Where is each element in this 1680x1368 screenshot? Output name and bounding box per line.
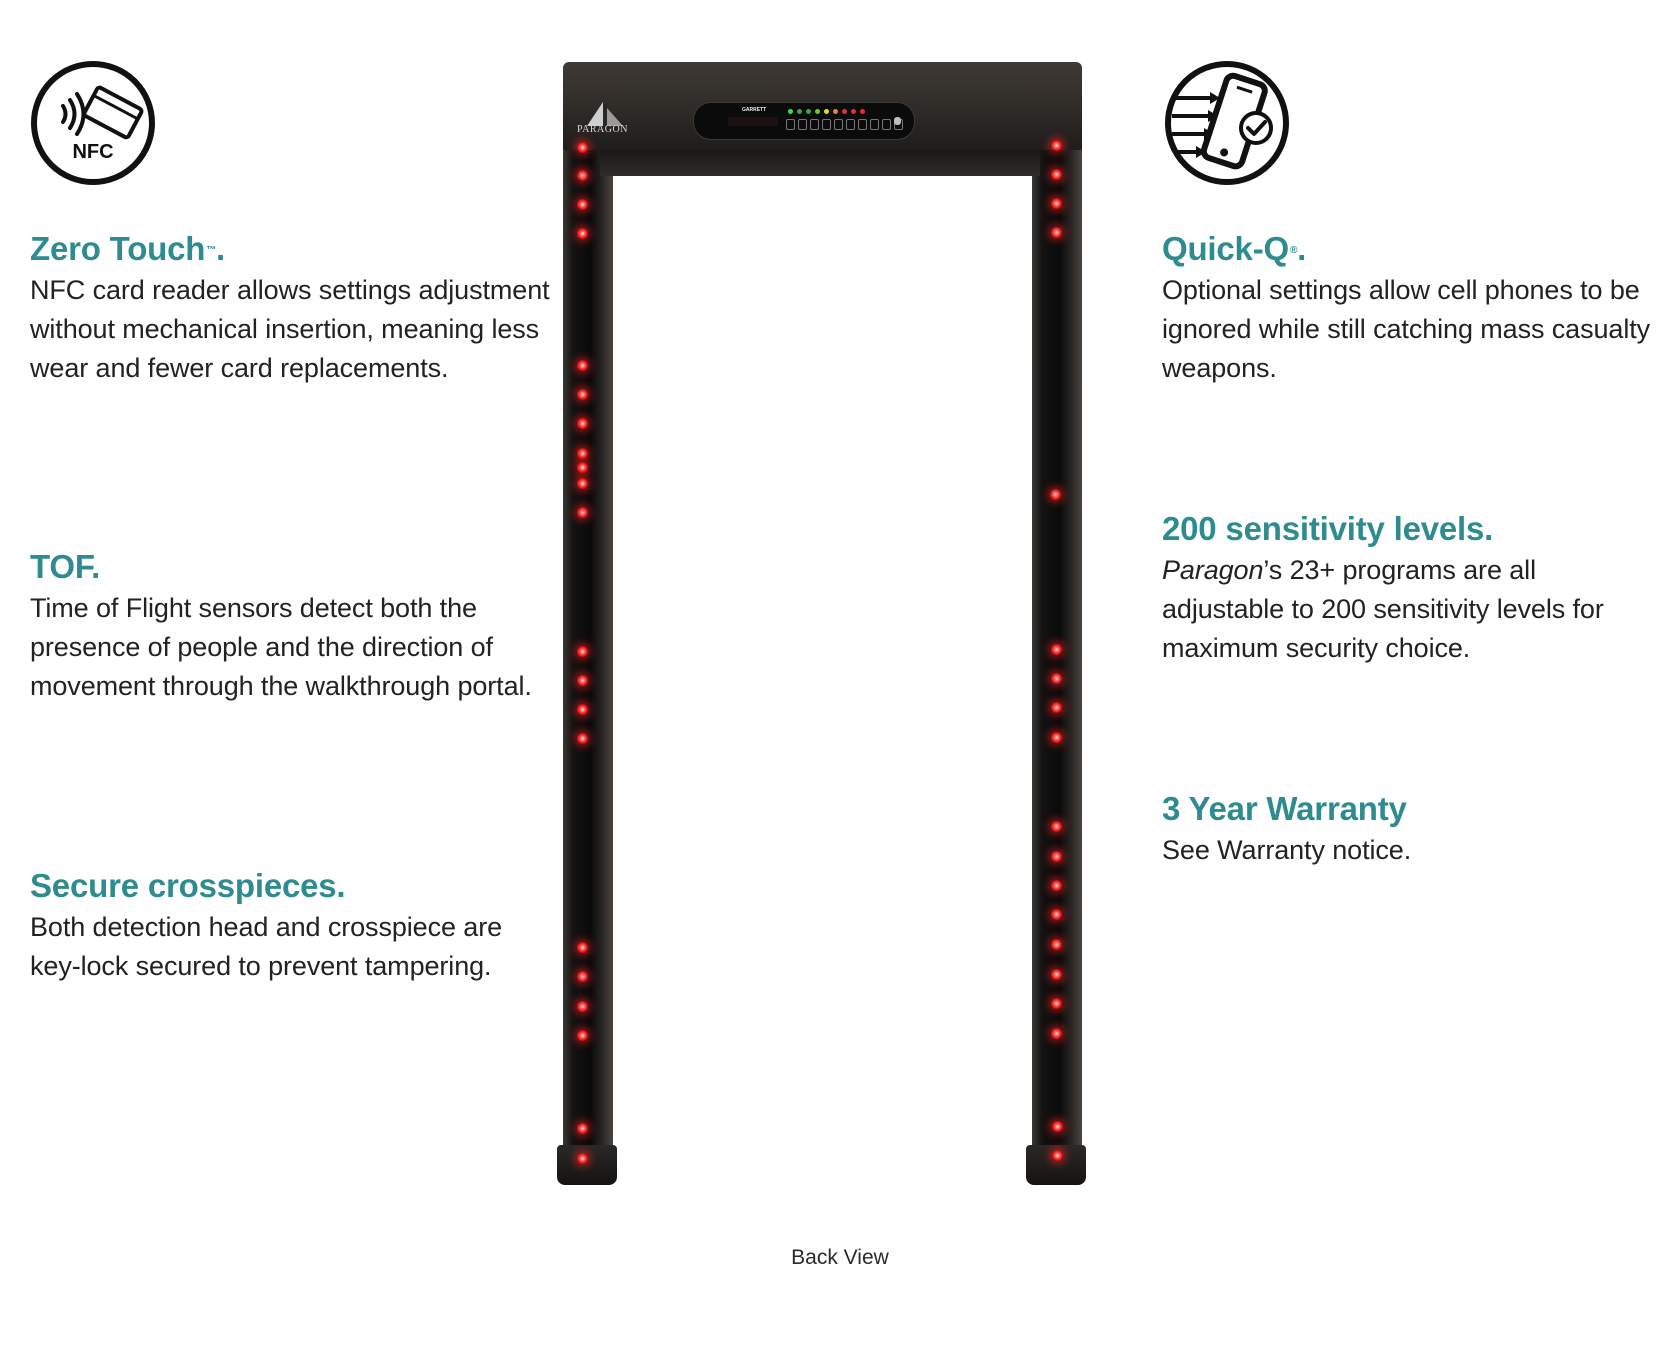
led-indicator (577, 646, 588, 657)
led-indicator (1051, 909, 1062, 920)
feature-description: See Warranty notice. (1162, 835, 1412, 865)
led-indicator (577, 462, 588, 473)
feature-title: 3 Year Warranty (1162, 790, 1407, 827)
feature-quick-q: Quick-Q®. Optional settings allow cell p… (1162, 229, 1680, 388)
led-indicator (577, 704, 588, 715)
led-indicator (1051, 998, 1062, 1009)
led-indicator (1051, 821, 1062, 832)
led-indicator (1051, 1028, 1062, 1039)
led-indicator (1051, 227, 1062, 238)
feature-warranty: 3 Year Warranty See Warranty notice. (1162, 789, 1680, 870)
feature-description: Time of Flight sensors detect both the p… (30, 593, 532, 701)
keypad (786, 119, 903, 130)
image-caption: Back View (791, 1246, 889, 1269)
right-post (1032, 62, 1082, 1167)
feature-tof: TOF. Time of Flight sensors detect both … (30, 547, 590, 706)
led-indicator (577, 971, 588, 982)
feature-title: TOF. (30, 548, 101, 585)
svg-text:NFC: NFC (72, 141, 113, 163)
led-indicator (577, 942, 588, 953)
feature-description: Paragon’s 23+ programs are all adjustabl… (1162, 555, 1604, 663)
led-indicator (577, 389, 588, 400)
key-lock-icon (894, 117, 901, 125)
led-indicator (577, 360, 588, 371)
led-indicator (577, 478, 588, 489)
led-indicator (577, 1153, 588, 1164)
led-indicator (577, 448, 588, 459)
walkthrough-metal-detector-image: PARAGON GARRETT (557, 60, 1090, 1260)
led-indicator (577, 1001, 588, 1012)
feature-description: Both detection head and crosspiece are k… (30, 912, 503, 981)
led-indicator (577, 675, 588, 686)
led-indicator (1051, 969, 1062, 980)
led-indicator (1050, 489, 1061, 500)
led-indicator (1051, 939, 1062, 950)
led-indicator (1051, 644, 1062, 655)
paragon-logo-icon (583, 98, 653, 142)
left-foot (557, 1145, 617, 1185)
left-post (563, 62, 613, 1167)
led-indicator (577, 142, 588, 153)
led-indicator (577, 733, 588, 744)
feature-title: Secure crosspieces. (30, 867, 346, 904)
feature-zero-touch: Zero Touch™. NFC card reader allows sett… (30, 229, 590, 388)
led-indicator (1051, 673, 1062, 684)
led-indicator (577, 507, 588, 518)
led-indicator (577, 199, 588, 210)
led-indicator (577, 170, 588, 181)
feature-title: Quick-Q®. (1162, 230, 1307, 267)
detection-head: PARAGON GARRETT (563, 62, 1082, 150)
led-indicator (1051, 732, 1062, 743)
feature-description: NFC card reader allows settings adjustme… (30, 275, 550, 383)
control-panel: GARRETT (693, 102, 915, 140)
led-indicator (577, 228, 588, 239)
led-indicator (1051, 702, 1062, 713)
led-indicator (1051, 880, 1062, 891)
led-indicator (577, 1030, 588, 1041)
led-indicator (1051, 140, 1062, 151)
led-indicator (1052, 1150, 1063, 1161)
feature-secure-crosspieces: Secure crosspieces. Both detection head … (30, 866, 590, 986)
led-indicator (1051, 851, 1062, 862)
led-indicator (1051, 198, 1062, 209)
feature-sensitivity-levels: 200 sensitivity levels. Paragon’s 23+ pr… (1162, 509, 1680, 668)
feature-description: Optional settings allow cell phones to b… (1162, 275, 1651, 383)
brand-label: PARAGON (577, 124, 628, 135)
led-indicator (577, 418, 588, 429)
led-indicator (1052, 1121, 1063, 1132)
signal-meter (788, 109, 865, 114)
led-indicator (577, 1123, 588, 1134)
nfc-card-icon: NFC (30, 60, 156, 186)
crosspiece (600, 150, 1040, 176)
phone-check-icon (1164, 60, 1290, 186)
feature-title: Zero Touch™. (30, 230, 225, 267)
feature-title: 200 sensitivity levels. (1162, 510, 1494, 547)
led-indicator (1051, 169, 1062, 180)
